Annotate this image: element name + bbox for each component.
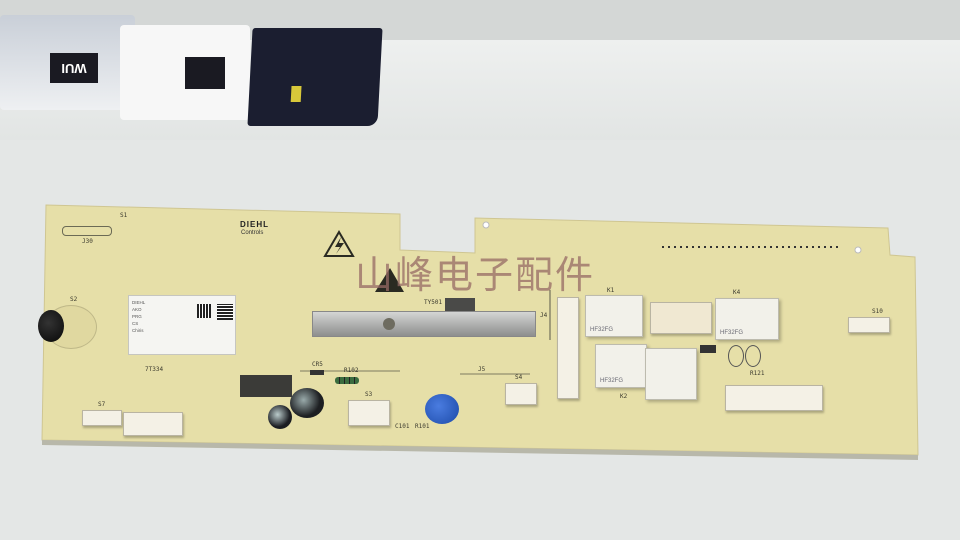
capacitor-large	[290, 388, 324, 418]
qr-code	[197, 304, 211, 318]
relay-brand: HF32FG	[720, 330, 744, 336]
silk-r102: R102	[344, 367, 359, 374]
connector-s7	[82, 410, 122, 426]
mounting-hole	[482, 221, 490, 229]
heatsink	[312, 311, 536, 337]
connector-s10	[848, 317, 890, 333]
mounting-hole	[854, 246, 862, 254]
label-line: DIEHL	[132, 300, 146, 305]
esd-triangle-icon	[375, 268, 404, 292]
connector-s4	[505, 383, 537, 405]
lightning-icon	[335, 237, 344, 254]
silk-s2: S2	[70, 296, 78, 303]
smd-component	[700, 345, 716, 353]
silk-s4: S4	[515, 374, 523, 381]
relay-k3	[645, 348, 697, 400]
heatsink-hole	[383, 318, 395, 330]
pcb-shadow	[42, 440, 918, 460]
pad-oval	[728, 345, 744, 367]
connector-s1-bottom	[123, 412, 183, 436]
pad-row	[62, 226, 112, 236]
qr-code	[217, 304, 233, 320]
silk-cr5: CR5	[312, 361, 323, 368]
label-line: Chiris	[132, 328, 144, 333]
packaging-chip-icon	[185, 57, 225, 89]
connector-k-center	[650, 302, 712, 334]
relay-brand: HF32FG	[600, 378, 624, 384]
product-label: DIEHL AKO PRG CS Chiris	[128, 295, 236, 355]
silk-7t334: 7T334	[145, 366, 164, 373]
silk-j5: J5	[478, 366, 486, 373]
pin-header	[662, 246, 842, 248]
silk-s1: S1	[120, 212, 128, 219]
label-line: CS	[132, 321, 139, 326]
label-line: PRG	[132, 314, 142, 319]
silk-j4: J4	[540, 312, 548, 319]
warning-triangle-icon	[323, 230, 355, 257]
silk-j30: J30	[82, 238, 93, 245]
silk-k1: K1	[607, 287, 615, 294]
connector-vertical	[557, 297, 579, 399]
pad-oval	[745, 345, 761, 367]
silk-s3: S3	[365, 391, 373, 398]
capacitor-small	[268, 405, 292, 429]
silk-r101: R101	[415, 423, 430, 430]
silk-s7: S7	[98, 401, 106, 408]
connector-s3	[348, 400, 390, 426]
silk-r121: R121	[750, 370, 765, 377]
label-line: AKO	[132, 307, 142, 312]
transformer	[240, 375, 292, 397]
relay-brand: HF32FG	[590, 327, 614, 333]
relay-k2: HF32FG	[595, 344, 647, 388]
varistor	[425, 394, 459, 424]
packaging-box-2	[120, 25, 250, 120]
encoder-knob	[38, 310, 64, 342]
silk-c101: C101	[395, 423, 410, 430]
silk-k4: K4	[733, 289, 741, 296]
silk-ty501: TY501	[424, 299, 443, 306]
silk-k2: K2	[620, 393, 628, 400]
packaging-box-1: WUI	[0, 15, 135, 110]
relay-k1: HF32FG	[585, 295, 643, 337]
diode	[310, 370, 324, 375]
brand-diehl: DIEHL	[240, 220, 269, 229]
brand-controls: Controls	[241, 230, 264, 236]
relay-k4: HF32FG	[715, 298, 779, 340]
resistor	[335, 377, 359, 384]
connector-bottom-right	[725, 385, 823, 411]
watermark: 山峰电子配件	[355, 253, 596, 297]
silk-s10: S10	[872, 308, 883, 315]
